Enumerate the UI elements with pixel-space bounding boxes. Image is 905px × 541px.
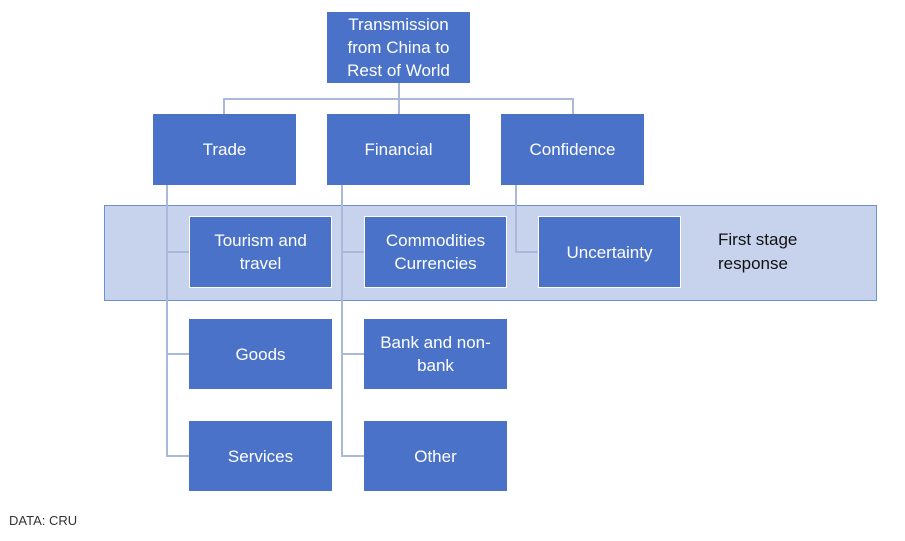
- connector-confidence-branch-1: [515, 251, 539, 253]
- confidence-item-uncertainty: Uncertainty: [538, 216, 681, 288]
- connector-trade-drop: [223, 98, 225, 115]
- connector-financial-branch-3: [341, 455, 365, 457]
- connector-confidence-drop: [572, 98, 574, 115]
- connector-financial-drop: [398, 98, 400, 115]
- financial-item-bank: Bank and non- bank: [364, 319, 507, 389]
- connector-trade-branch-3: [166, 455, 190, 457]
- connector-financial-branch-2: [341, 353, 365, 355]
- financial-item-other: Other: [364, 421, 507, 491]
- channel-trade: Trade: [153, 114, 296, 185]
- connector-trade-branch-1: [166, 251, 190, 253]
- connector-trade-spine: [166, 185, 168, 456]
- connector-confidence-spine: [515, 185, 517, 253]
- root-node: Transmission from China to Rest of World: [327, 12, 470, 83]
- trade-item-tourism: Tourism and travel: [189, 216, 332, 288]
- connector-financial-spine: [341, 185, 343, 456]
- connector-root-stem: [398, 83, 400, 99]
- source-note: DATA: CRU: [9, 513, 78, 528]
- trade-item-goods: Goods: [189, 319, 332, 389]
- connector-financial-branch-1: [341, 251, 365, 253]
- channel-financial: Financial: [327, 114, 470, 185]
- connector-trade-branch-2: [166, 353, 190, 355]
- trade-item-services: Services: [189, 421, 332, 491]
- first-stage-label: First stage response: [718, 230, 798, 273]
- financial-item-commodities: Commodities Currencies: [364, 216, 507, 288]
- channel-confidence: Confidence: [501, 114, 644, 185]
